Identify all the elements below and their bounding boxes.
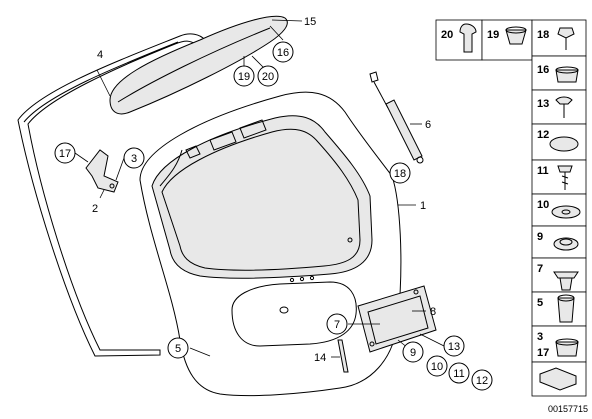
legend-label-11: 11 [537,165,549,177]
label-18: 18 [394,168,406,180]
label-3: 3 [131,153,137,165]
arrow-icon [539,367,577,391]
callout-10[interactable]: 10 [426,355,448,377]
legend-label-18: 18 [537,29,549,41]
label-17: 17 [59,148,71,160]
label-5: 5 [175,343,181,355]
label-1: 1 [420,200,426,212]
label-19: 19 [238,71,250,83]
callout-12[interactable]: 12 [471,369,493,391]
callout-11[interactable]: 11 [448,362,470,384]
label-12: 12 [476,375,488,387]
callout-16[interactable]: 16 [272,41,294,63]
legend-label-7: 7 [537,263,543,275]
tailgate-seal[interactable] [17,33,206,357]
legend-label-5: 5 [537,297,543,309]
rear-spoiler[interactable] [109,15,288,115]
legend-label-9: 9 [537,231,543,243]
label-7: 7 [334,319,340,331]
callout-20[interactable]: 20 [257,65,279,87]
legend-label-10: 10 [537,199,549,211]
callout-5[interactable]: 5 [167,337,189,359]
callout-7[interactable]: 7 [326,313,348,335]
label-20: 20 [262,71,274,83]
license-plate-base[interactable] [357,285,437,353]
callout-19[interactable]: 19 [233,65,255,87]
label-2: 2 [92,203,98,215]
label-11: 11 [453,368,464,380]
legend-parts [459,23,581,391]
rod-part[interactable] [337,339,349,373]
legend-label-16: 16 [537,64,549,76]
tailgate-hinge[interactable] [85,149,119,193]
legend-label-19: 19 [487,29,499,41]
legend-label-3: 3 [537,331,543,343]
label-14: 14 [314,352,326,364]
callout-13[interactable]: 13 [443,335,465,357]
label-13: 13 [448,341,460,353]
callout-17[interactable]: 17 [54,142,76,164]
label-6: 6 [425,119,431,131]
legend-label-17: 17 [537,347,549,359]
callout-18[interactable]: 18 [389,162,411,184]
legend-label-12: 12 [537,129,549,141]
label-10: 10 [431,361,443,373]
legend-label-20: 20 [441,29,453,41]
callout-9[interactable]: 9 [402,341,424,363]
callout-3[interactable]: 3 [123,147,145,169]
leader-lines [74,19,445,358]
label-9: 9 [410,347,416,359]
legend-label-13: 13 [537,98,549,110]
label-16: 16 [277,47,289,59]
label-4: 4 [97,49,103,61]
label-8: 8 [430,306,436,318]
gas-strut[interactable] [369,71,424,164]
diagram-code: 00157715 [548,404,588,414]
label-15: 15 [304,16,316,28]
